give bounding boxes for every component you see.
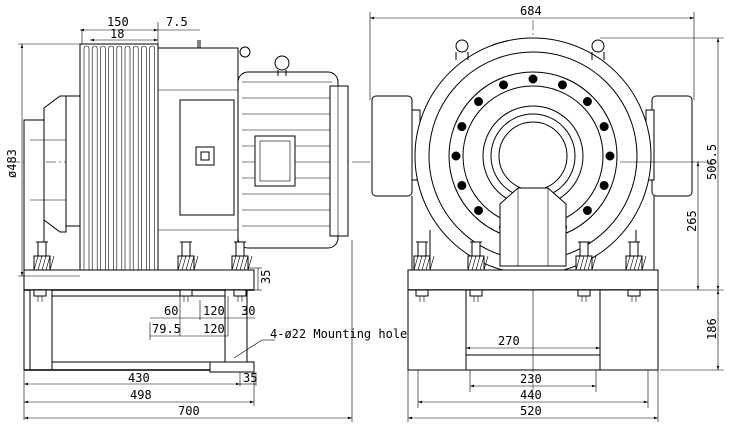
dim-265: 265 — [685, 210, 699, 232]
dim-506-5: 506.5 — [705, 144, 719, 180]
front-view: 684 506.5 265 186 270 230 440 520 — [360, 4, 724, 422]
bolt-hole — [599, 122, 609, 132]
base-bolt — [627, 289, 641, 297]
dim-440: 440 — [520, 388, 542, 402]
foot-block — [575, 255, 593, 271]
base-bolt — [415, 289, 429, 297]
right-brake — [651, 95, 693, 197]
foot-block — [467, 255, 485, 271]
dim-430: 430 — [128, 371, 150, 385]
bolt-hole — [605, 151, 615, 161]
dim-520: 520 — [520, 404, 542, 418]
dim-79-5: 79.5 — [152, 322, 181, 336]
dim-684: 684 — [520, 4, 542, 18]
foot-block — [625, 255, 643, 271]
base-bolt — [179, 289, 193, 297]
dim-700: 700 — [178, 404, 200, 418]
dim-35-bottom: 35 — [243, 371, 257, 385]
foot-block — [231, 255, 249, 271]
base-frame — [23, 241, 255, 373]
foot-block — [413, 255, 431, 271]
dim-120b: 120 — [203, 322, 225, 336]
side-view: 150 7.5 18 ø483 35 60 120 30 79.5 120 4-… — [5, 15, 407, 422]
foot-block — [33, 255, 51, 271]
bolt-hole — [557, 80, 567, 90]
dim-18: 18 — [110, 27, 124, 41]
bolt-hole — [599, 180, 609, 190]
motor — [237, 55, 349, 249]
bolt-hole — [582, 205, 592, 215]
left-brake — [371, 95, 413, 197]
bolt-hole — [474, 97, 484, 107]
dim-230: 230 — [520, 372, 542, 386]
base-bolt — [577, 289, 591, 297]
bolt-hole — [582, 97, 592, 107]
dim-483: ø483 — [5, 149, 19, 178]
base-bolt — [33, 289, 47, 297]
bolt-hole — [457, 180, 467, 190]
bolt-hole — [457, 122, 467, 132]
gearbox-body — [157, 40, 251, 273]
dim-120a: 120 — [203, 304, 225, 318]
foot-block — [177, 255, 195, 271]
bolt-hole — [499, 80, 509, 90]
dim-150: 150 — [107, 15, 129, 29]
dim-35-right: 35 — [259, 270, 273, 284]
dim-7-5: 7.5 — [166, 15, 188, 29]
base-bolt — [233, 289, 247, 297]
bolt-hole — [451, 151, 461, 161]
traction-sheave — [79, 43, 159, 277]
base-bolt — [469, 289, 483, 297]
dim-186: 186 — [705, 318, 719, 340]
bolt-hole — [474, 205, 484, 215]
dim-498: 498 — [130, 388, 152, 402]
dim-270: 270 — [498, 334, 520, 348]
bolt-hole — [528, 74, 538, 84]
dim-30: 30 — [241, 304, 255, 318]
dim-60: 60 — [164, 304, 178, 318]
mounting-hole-note: 4-ø22 Mounting hole — [270, 327, 407, 341]
